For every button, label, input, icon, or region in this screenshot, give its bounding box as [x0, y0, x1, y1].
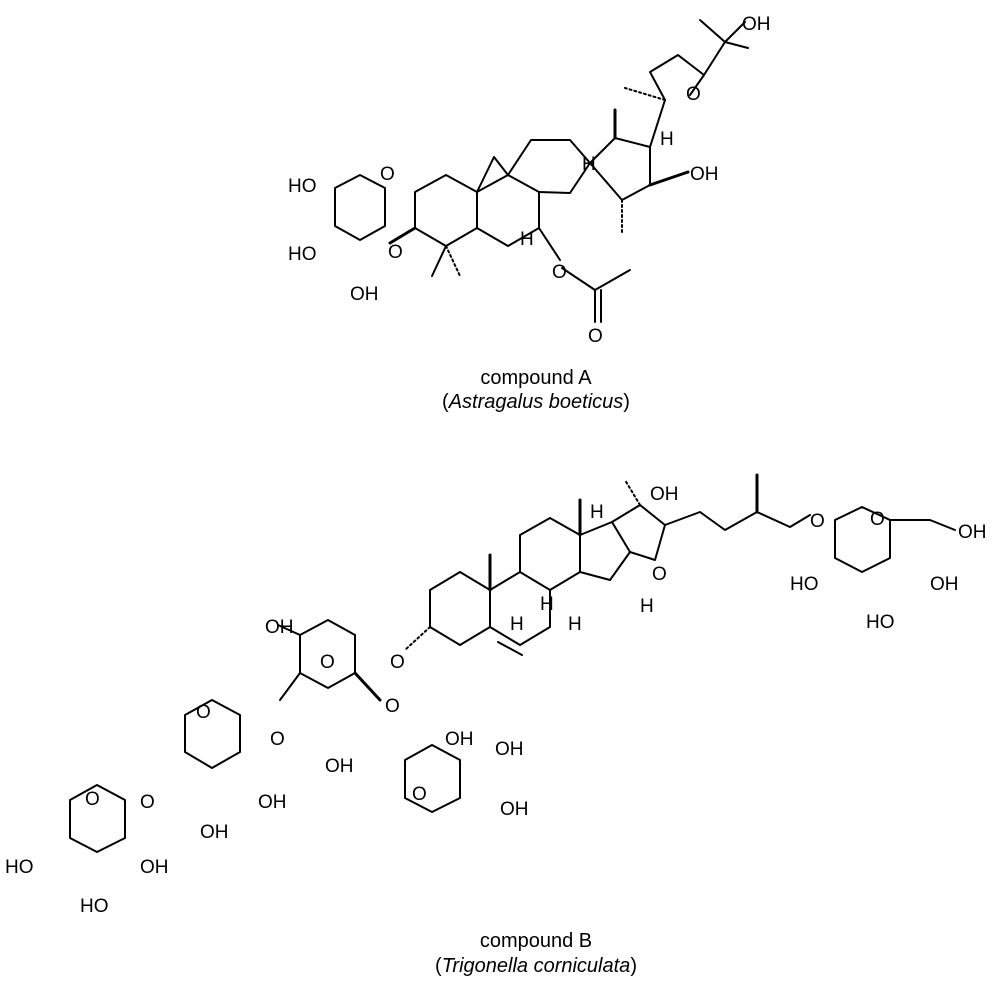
compound-a-source: (Astragalus boeticus) — [442, 391, 630, 413]
atom-label: OH — [930, 574, 959, 595]
atom-label: O — [810, 511, 825, 532]
compound-a-caption: compound A — [480, 367, 592, 389]
atom-label: O — [552, 262, 567, 283]
atom-label: HO — [288, 244, 317, 265]
compound-b-caption: compound B — [480, 930, 592, 952]
atom-label: OH — [200, 822, 229, 843]
atom-label: O — [412, 784, 427, 805]
atom-label: OH — [958, 522, 987, 543]
atom-label: OH — [650, 484, 679, 505]
atom-label: O — [390, 652, 405, 673]
atom-label: HO — [790, 574, 819, 595]
atom-label: OH — [742, 14, 771, 35]
atom-label: O — [652, 564, 667, 585]
atom-label: OH — [350, 284, 379, 305]
atom-label: OH — [495, 739, 524, 760]
compound-b-structure — [69, 473, 956, 853]
atom-label: H — [540, 594, 554, 615]
atom-label: O — [870, 509, 885, 530]
atom-label: H — [640, 596, 654, 617]
atom-label: O — [385, 696, 400, 717]
atom-label: H — [520, 229, 534, 250]
atom-label: H — [582, 154, 596, 175]
atom-label: O — [686, 84, 701, 105]
atom-label: OH — [140, 857, 169, 878]
atom-label: OH — [325, 756, 354, 777]
atom-label: HO — [288, 176, 317, 197]
atom-label: OH — [500, 799, 529, 820]
atom-label: O — [140, 792, 155, 813]
atom-label: HO — [5, 857, 34, 878]
atom-label: OH — [445, 729, 474, 750]
atom-label: O — [320, 652, 335, 673]
atom-label: H — [510, 614, 524, 635]
atom-label: O — [588, 326, 603, 347]
atom-label: HO — [866, 612, 895, 633]
compound-a-structure — [334, 19, 749, 323]
atom-label: OH — [690, 164, 719, 185]
compound-b-labels: OH O H H H H H O O O OH HO HO OH OH O O … — [5, 484, 987, 917]
atom-label: H — [568, 614, 582, 635]
atom-label: OH — [265, 617, 294, 638]
atom-label: O — [388, 242, 403, 263]
atom-label: O — [380, 164, 395, 185]
atom-label: OH — [258, 792, 287, 813]
atom-label: H — [660, 129, 674, 150]
atom-label: H — [590, 502, 604, 523]
atom-label: O — [196, 702, 211, 723]
atom-label: O — [270, 729, 285, 750]
compound-a-labels: OH O H OH O HO HO OH O H H O O — [288, 14, 771, 347]
atom-label: O — [85, 789, 100, 810]
atom-label: HO — [80, 896, 109, 917]
compound-b-source: (Trigonella corniculata) — [435, 955, 637, 977]
